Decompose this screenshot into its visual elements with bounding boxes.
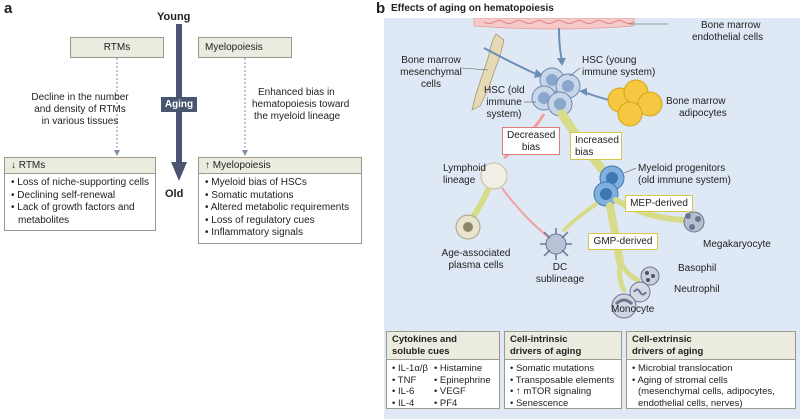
cytokines-col1: • IL-1α/β • TNF • IL-6 • IL-4 <box>392 363 428 409</box>
panel-a-connectors <box>114 58 248 156</box>
myeloid-progenitor-cells <box>593 165 625 207</box>
panel-b-letter: b <box>376 0 386 17</box>
aging-label: Aging <box>161 97 197 112</box>
cytokines-title: Cytokines and soluble cues <box>387 332 499 360</box>
old-label: Old <box>165 188 184 200</box>
panel-a-letter: a <box>4 0 13 17</box>
rtms-details-box: ↓ RTMs • Loss of niche-supporting cells … <box>4 157 156 231</box>
neutrophil-label: Neutrophil <box>674 284 720 295</box>
increased-bias-box: Increased bias <box>570 132 622 160</box>
bm-adipocytes-label: Bone marrow adipocytes <box>666 96 727 119</box>
rtms-top-box: RTMs <box>70 37 164 58</box>
adipocyte-cluster <box>607 79 663 127</box>
panel-b-title: Effects of aging on hematopoiesis <box>391 3 554 14</box>
hsc-young-label: HSC (young immune system) <box>582 55 656 78</box>
gmp-derived-box: GMP-derived <box>588 233 658 250</box>
basophil-label: Basophil <box>678 263 717 274</box>
myelopoiesis-description: Enhanced bias in hematopoiesis toward th… <box>252 87 350 122</box>
basophil-cell <box>640 266 660 286</box>
down-arrow-icon: ↓ <box>11 160 19 171</box>
myelopoiesis-details-list: • Myeloid bias of HSCs • Somatic mutatio… <box>198 174 362 244</box>
lymphoid-progenitor-cell <box>480 162 508 190</box>
cytokines-box: Cytokines and soluble cues • IL-1α/β • T… <box>386 331 500 409</box>
myeloid-progenitors-label: Myeloid progenitors (old immune system) <box>638 163 731 186</box>
cell-extrinsic-list: • Microbial translocation • Aging of str… <box>632 363 775 409</box>
rtms-details-list: • Loss of niche-supporting cells • Decli… <box>4 174 156 231</box>
age-plasma-label: Age-associated plasma cells <box>441 248 511 271</box>
lymphoid-lineage-label: Lymphoid lineage <box>443 163 486 186</box>
megakaryocyte-cell <box>683 211 705 233</box>
megakaryocyte-label: Megakaryocyte <box>703 239 771 250</box>
hsc-cluster <box>531 67 581 117</box>
young-label: Young <box>157 11 191 23</box>
cytokines-col2: • Histamine • Epinephrine • VEGF • PF4 <box>433 363 491 409</box>
cell-intrinsic-title: Cell-intrinsic drivers of aging <box>505 332 621 360</box>
cell-intrinsic-list: • Somatic mutations • Transposable eleme… <box>510 363 615 409</box>
monocyte-label: Monocyte <box>611 304 655 315</box>
rtms-details-title: RTMs <box>18 160 46 171</box>
myelopoiesis-details-box: ↑ Myelopoiesis • Myeloid bias of HSCs • … <box>198 157 362 244</box>
bm-mesenchymal-label: Bone marrow mesenchymal cells <box>400 55 462 90</box>
decreased-bias-box: Decreased bias <box>502 127 560 155</box>
dendritic-cell <box>540 228 572 260</box>
myelopoiesis-details-title: Myelopoiesis <box>212 160 271 171</box>
monocyte-cell <box>611 293 637 319</box>
mep-derived-box: MEP-derived <box>625 195 693 212</box>
cell-extrinsic-title: Cell-extrinsic drivers of aging <box>627 332 795 360</box>
cell-extrinsic-box: Cell-extrinsic drivers of aging • Microb… <box>626 331 796 409</box>
cell-intrinsic-box: Cell-intrinsic drivers of aging • Somati… <box>504 331 622 409</box>
myelopoiesis-top-box: Myelopoiesis <box>198 37 292 58</box>
hsc-old-label: HSC (old immune system) <box>484 85 525 120</box>
mesenchymal-cell <box>471 33 505 111</box>
dc-sublineage-label: DC sublineage <box>535 262 585 285</box>
aging-arrow <box>171 24 187 181</box>
bm-endothelial-label: Bone marrow endothelial cells <box>692 20 764 43</box>
neutrophil-cell <box>629 281 651 303</box>
rtms-description: Decline in the number and density of RTM… <box>31 92 129 127</box>
endothelial-vessel <box>473 18 635 30</box>
up-arrow-icon: ↑ <box>205 160 213 171</box>
